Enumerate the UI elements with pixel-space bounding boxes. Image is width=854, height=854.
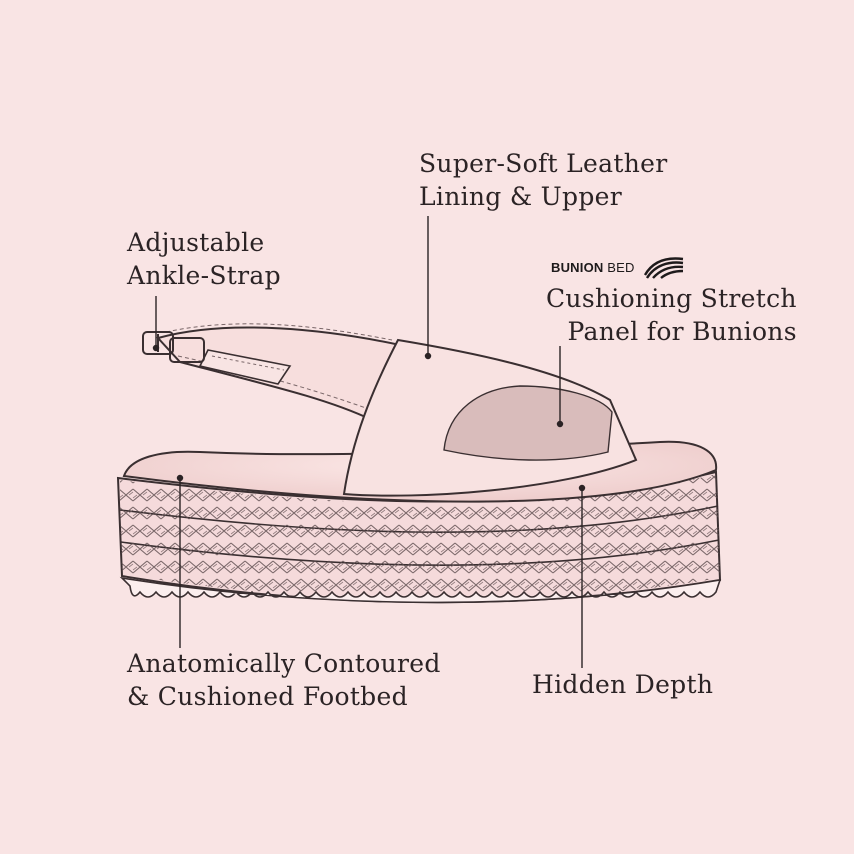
- depth-label: Hidden Depth: [532, 668, 713, 701]
- strap-label-line1: Adjustable: [127, 228, 265, 257]
- strap-label: Adjustable Ankle-Strap: [127, 226, 281, 292]
- depth-label-line1: Hidden Depth: [532, 670, 714, 699]
- bunion-bed-wordmark: BUNION BED: [551, 260, 635, 275]
- upper-label-line2: Lining & Upper: [419, 182, 622, 211]
- bunion-bed-brand: BUNION BED: [551, 254, 685, 280]
- wave-stripes-logo-icon: [643, 257, 683, 279]
- bunion-label-line2: Panel for Bunions: [567, 317, 797, 346]
- brand-bold: BUNION: [551, 259, 604, 275]
- upper-label-line1: Super-Soft Leather: [419, 149, 668, 178]
- strap-label-line2: Ankle-Strap: [127, 261, 281, 290]
- upper-label: Super-Soft Leather Lining & Upper: [419, 147, 667, 213]
- leader-lines: [152, 216, 586, 668]
- ankle-strap: [156, 323, 402, 422]
- brand-light: BED: [607, 259, 635, 275]
- bunion-label: Cushioning Stretch Panel for Bunions: [546, 282, 797, 348]
- footbed-label-line2: & Cushioned Footbed: [127, 682, 408, 711]
- bunion-panel: [443, 385, 613, 461]
- bunion-label-line1: Cushioning Stretch: [546, 284, 797, 313]
- footbed-label-line1: Anatomically Contoured: [127, 649, 441, 678]
- footbed-label: Anatomically Contoured & Cushioned Footb…: [127, 647, 441, 713]
- platform-sole: [116, 470, 722, 604]
